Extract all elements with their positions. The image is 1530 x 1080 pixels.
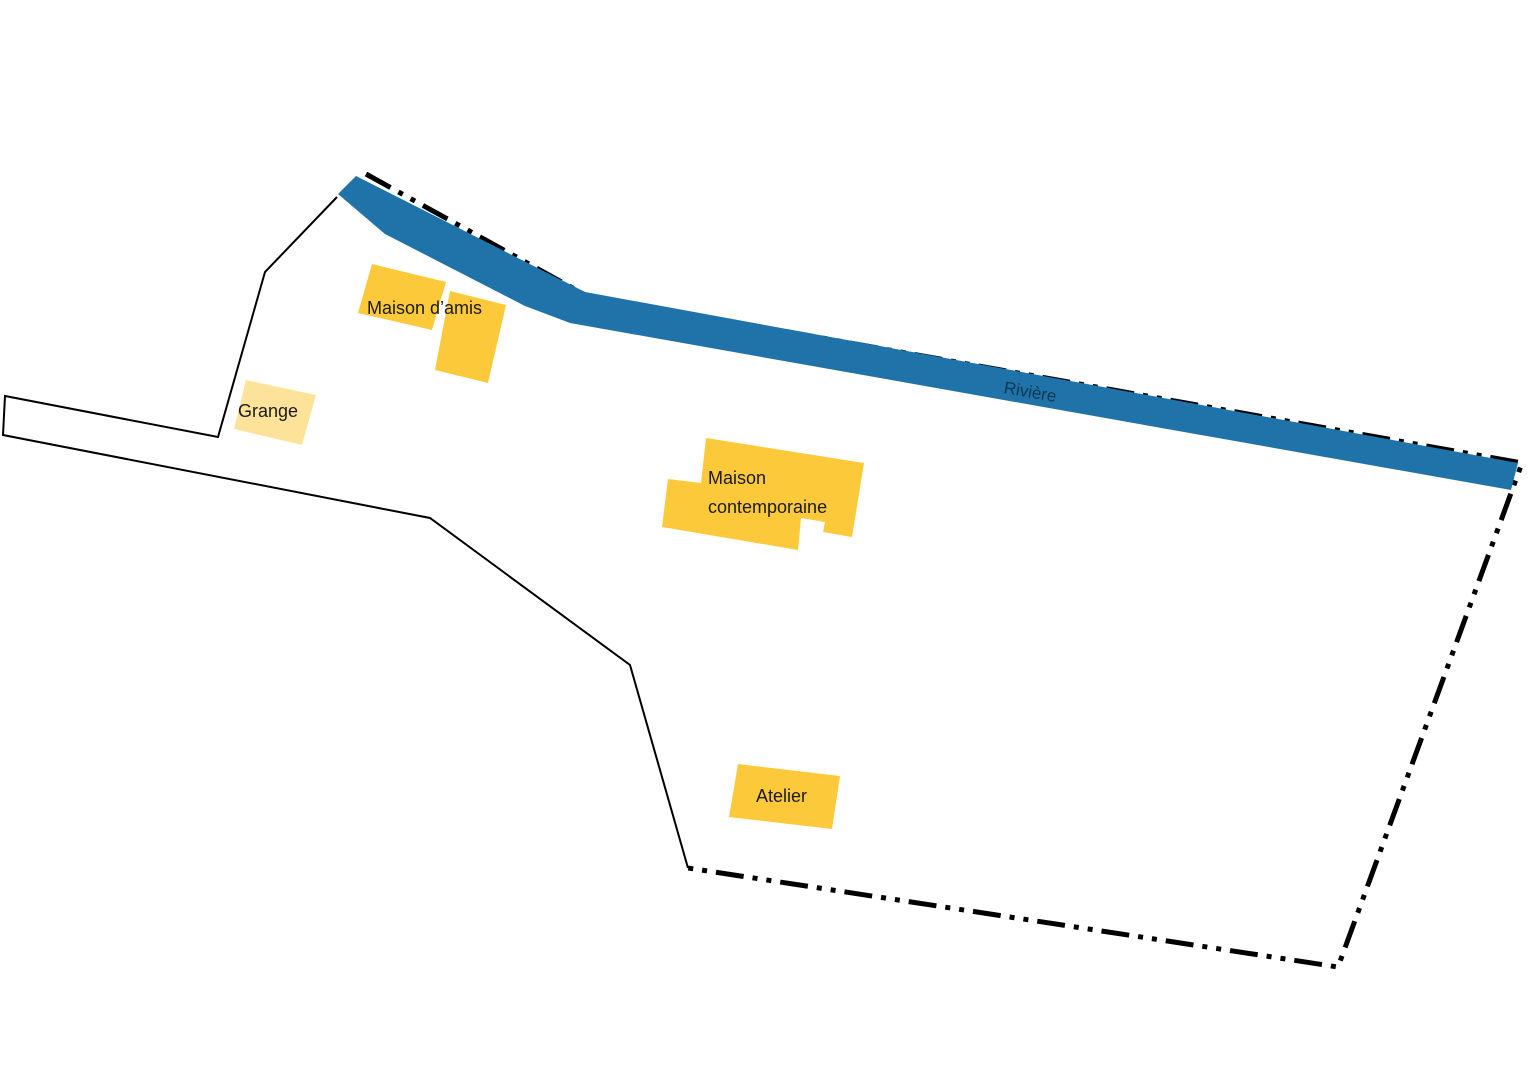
building-grange-shape: [234, 380, 316, 445]
building-maison-contemporaine-label-line2: contemporaine: [708, 497, 827, 517]
building-atelier-shape: [729, 764, 840, 829]
building-maison-contemporaine-shape: [662, 438, 864, 550]
building-maison-amis: Maison d’amis: [358, 264, 506, 383]
building-grange: Grange: [234, 380, 316, 445]
building-maison-contemporaine: Maison contemporaine: [662, 438, 864, 550]
building-atelier-label: Atelier: [756, 786, 807, 806]
solid-boundary-line: [1, 196, 689, 869]
building-grange-label: Grange: [238, 401, 298, 421]
building-maison-contemporaine-label-line1: Maison: [708, 468, 766, 488]
building-maison-amis-east-wing: [435, 291, 506, 383]
building-maison-amis-west-wing: [358, 264, 446, 330]
building-maison-amis-label: Maison d’amis: [367, 298, 482, 318]
river: [338, 176, 1518, 490]
dash-dot-property-boundary: [364, 171, 1526, 970]
building-atelier: Atelier: [729, 764, 840, 829]
